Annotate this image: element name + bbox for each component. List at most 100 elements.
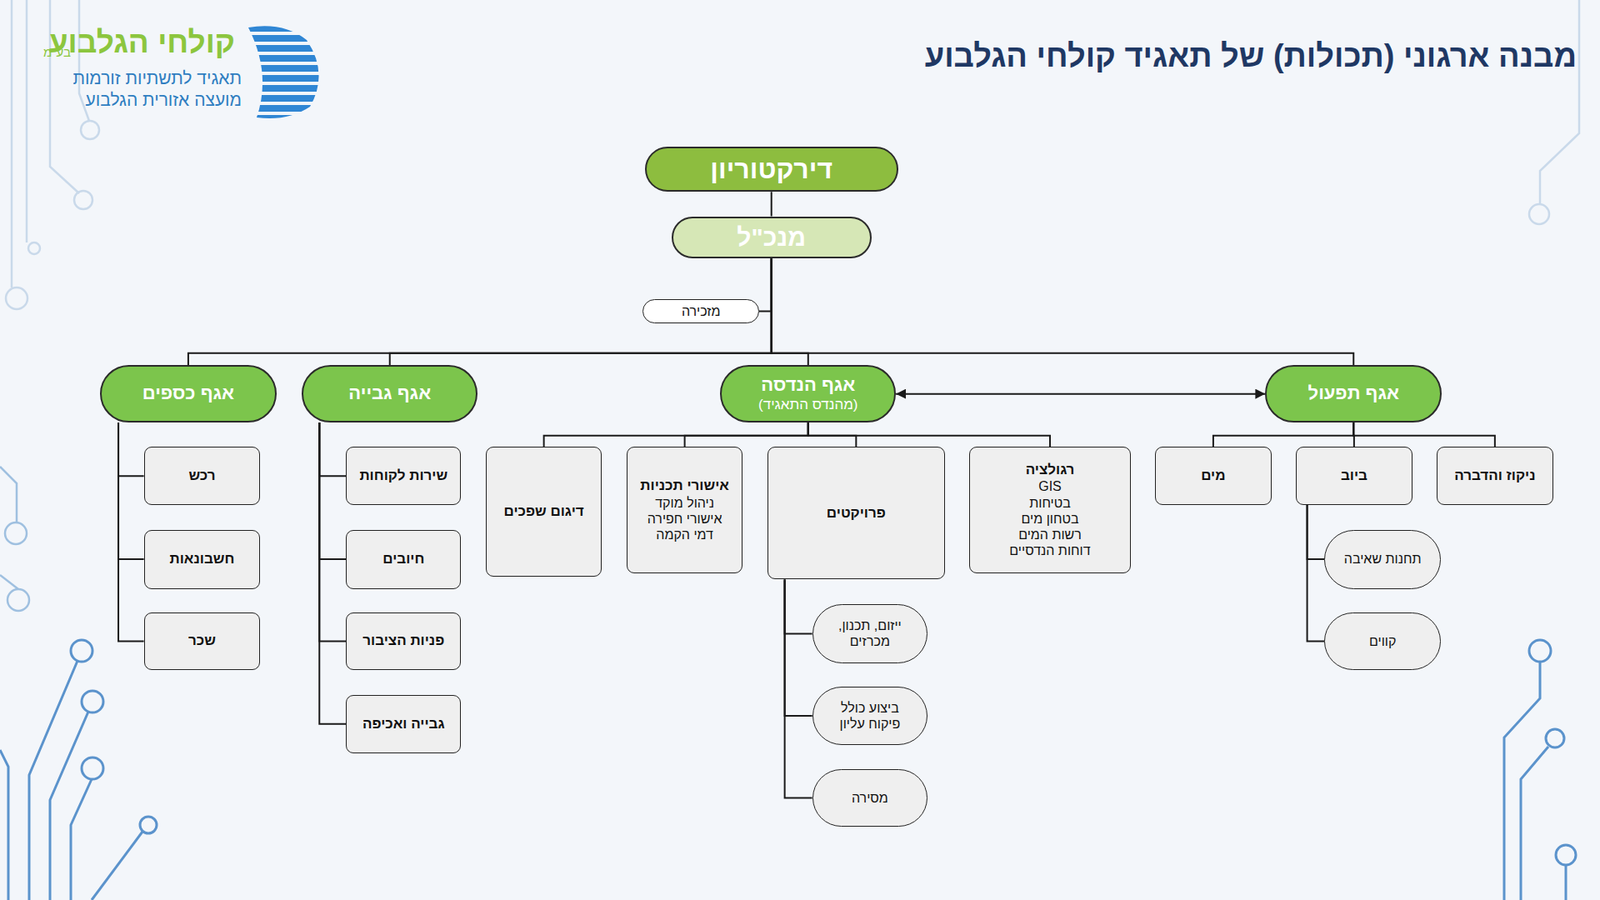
node-text: בטיחות <box>1029 495 1071 511</box>
unit-box: פניות הציבור <box>345 612 461 671</box>
node-text: פיקוח עליון <box>840 715 901 732</box>
unit-box: אישורי תכניותניהול מוקדאישורי חפירהדמי ה… <box>626 446 744 574</box>
circuit-node <box>1529 204 1550 225</box>
circuit-line <box>1540 0 1580 205</box>
node-text: רכש <box>188 467 215 485</box>
logo-stripe <box>241 115 334 122</box>
circuit-line <box>1565 865 1568 900</box>
unit-box: רגולציהGISבטיחותבטחון מיםרשות המיםדוחות … <box>969 446 1130 574</box>
division-pill: אגף גבייה <box>301 365 478 423</box>
circuit-line <box>0 466 17 523</box>
circuit-line <box>0 575 19 590</box>
node-text: אגף גבייה <box>348 382 431 405</box>
circuit-node <box>28 242 40 255</box>
sub-unit-pill: ביצוע כוללפיקוח עליון <box>812 686 928 745</box>
connector-line <box>785 579 813 798</box>
node-text: תחנות שאיבה <box>1344 550 1422 567</box>
node-text: חשבונאות <box>170 550 235 568</box>
connector-line <box>759 258 772 312</box>
connector-line <box>319 422 346 560</box>
node-text: בטחון מים <box>1021 510 1080 527</box>
circuit-line <box>1520 746 1549 900</box>
circuit-node <box>5 522 27 545</box>
circuit-node <box>80 120 100 140</box>
node-text: דמי הקמה <box>655 526 714 543</box>
node-text: מזכירה <box>681 303 721 320</box>
circuit-node <box>7 589 30 611</box>
unit-box: ביוב <box>1295 446 1413 505</box>
node-text: שירות לקוחות <box>359 467 448 485</box>
node-text: רגולציה <box>1025 461 1075 479</box>
connector-line <box>785 579 813 715</box>
unit-box: חיובים <box>345 530 461 590</box>
unit-box: חשבונאות <box>144 530 261 590</box>
connector-line <box>118 422 145 476</box>
unit-box: דיגום שפכים <box>485 446 603 577</box>
connector-line <box>685 422 809 447</box>
node-text: דיגום שפכים <box>504 503 585 520</box>
connector-group <box>118 191 1495 798</box>
circuit-node <box>1545 729 1565 748</box>
division-pill: אגף כספים <box>100 365 277 423</box>
sub-unit-pill: תחנות שאיבה <box>1324 530 1441 590</box>
unit-box: גבייה ואכיפה <box>345 695 461 754</box>
node-text: אגף תפעול <box>1308 382 1400 405</box>
node-text: קווים <box>1369 633 1396 650</box>
node-text: מנכ"ל <box>736 222 806 253</box>
logo-stripe <box>241 85 334 92</box>
page-title: מבנה ארגוני (תכולות) של תאגיד קולחי הגלב… <box>925 38 1577 75</box>
connector-line <box>1307 505 1325 560</box>
node-text: אגף כספים <box>142 382 235 405</box>
logo-suffix: בע"מ <box>43 45 71 60</box>
circuit-node <box>140 816 157 834</box>
node-text: ביצוע כולל <box>840 700 900 716</box>
ceo-pill: מנכ"ל <box>671 216 872 259</box>
connector-line <box>895 393 1265 395</box>
circuit-node <box>70 640 93 662</box>
unit-box: שכר <box>144 612 261 671</box>
secretary-pill: מזכירה <box>642 299 760 324</box>
sub-unit-pill: מסירה <box>812 769 928 827</box>
logo-tagline: מועצה אזורית הגלבוע <box>85 90 242 110</box>
logo-stripe <box>241 25 334 32</box>
sub-unit-pill: קווים <box>1324 612 1441 671</box>
unit-box: מים <box>1155 446 1272 505</box>
connector-line <box>771 258 1355 366</box>
node-text: דירקטוריון <box>710 153 833 185</box>
connector-line <box>1213 422 1354 447</box>
circuit-node <box>81 757 104 780</box>
logo-tagline: תאגיד לתשתיות זורמות <box>72 68 242 89</box>
division-pill: אגף תפעול <box>1265 365 1442 423</box>
circuit-line <box>70 779 92 900</box>
node-text: ייזום, תכנון, מכרזים <box>825 617 915 650</box>
connector-line <box>319 422 346 476</box>
node-text: דוחות הנדסיים <box>1009 542 1090 559</box>
connector-line <box>785 579 813 634</box>
division-pill: אגף הנדסה(מהנדס התאגיד) <box>720 365 896 423</box>
circuit-line <box>0 750 9 900</box>
circuit-line <box>25 0 29 243</box>
connector-line <box>118 422 145 642</box>
unit-box: ניקוז והדברה <box>1436 446 1554 505</box>
circuit-line <box>91 831 143 900</box>
node-text: (מהנדס התאגיד) <box>758 396 858 414</box>
logo-stripe <box>241 45 334 52</box>
connector-line <box>1307 505 1325 641</box>
node-text: פניות הציבור <box>362 632 445 650</box>
logo-icon <box>241 25 334 122</box>
connector-line <box>188 258 772 366</box>
node-text: ניהול מוקד <box>655 495 715 511</box>
logo-stripe <box>241 55 334 62</box>
node-text: GIS <box>1038 478 1062 495</box>
connector-line <box>319 422 346 725</box>
logo-stripe <box>241 105 334 112</box>
connector-line <box>770 191 773 216</box>
circuit-node <box>5 287 28 310</box>
logo-stripe <box>241 35 334 42</box>
node-text: אישורי תכניות <box>640 477 730 495</box>
circuit-node <box>74 190 93 210</box>
unit-box: פרויקטים <box>767 446 945 580</box>
logo-stripe <box>241 95 334 102</box>
logo-name: קולחי הגלבוע <box>49 25 235 60</box>
